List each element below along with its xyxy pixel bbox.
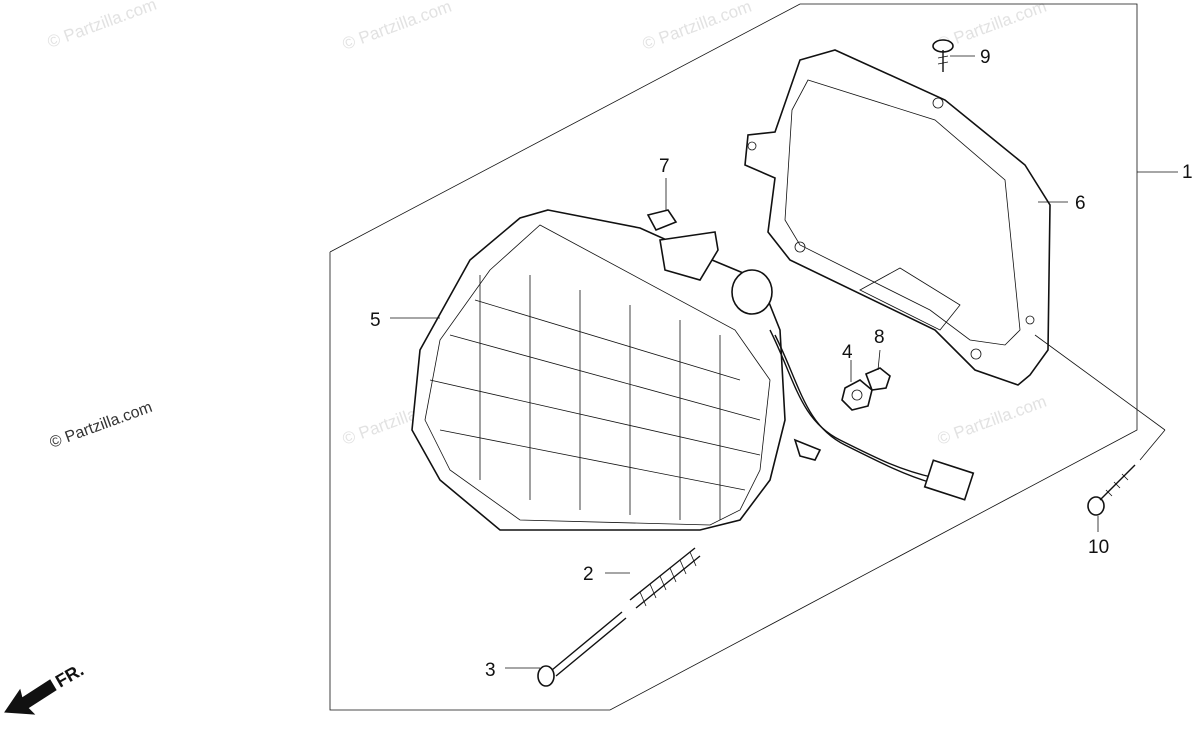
watermark: © Partzilla.com <box>45 0 159 52</box>
callout-6: 6 <box>1075 193 1086 214</box>
front-direction-indicator: FR. <box>4 660 87 715</box>
watermark: © Partzilla.com <box>640 0 754 54</box>
assembly-boundary <box>329 3 1138 711</box>
screw-9 <box>932 39 954 72</box>
callout-2: 2 <box>583 564 594 585</box>
lens-lines <box>429 275 761 520</box>
bolt-3 <box>537 611 627 687</box>
callout-4: 4 <box>842 342 853 363</box>
callout-10: 10 <box>1088 537 1109 558</box>
front-arrow-icon <box>4 679 57 715</box>
screw-10 <box>1087 464 1136 516</box>
leader-lines <box>390 55 1178 669</box>
callout-9: 9 <box>980 47 991 68</box>
watermark: © Partzilla.com <box>48 399 155 452</box>
callout-1: 1 <box>1182 162 1193 183</box>
front-label: FR. <box>52 660 87 692</box>
callout-5: 5 <box>370 310 381 331</box>
callout-3: 3 <box>485 660 496 681</box>
watermark: © Partzilla.com <box>935 392 1049 449</box>
callout-8: 8 <box>874 327 885 348</box>
spring-2 <box>629 547 701 609</box>
nut-4 <box>841 379 873 411</box>
headlight-unit <box>411 209 975 531</box>
headlight-case <box>744 49 1051 386</box>
watermark: © Partzilla.com <box>340 0 454 54</box>
callout-labels: 1 2 3 4 5 6 7 8 9 10 <box>370 47 1193 681</box>
nut-7 <box>646 209 678 232</box>
nut-8 <box>864 367 891 391</box>
callout-7: 7 <box>659 156 670 177</box>
